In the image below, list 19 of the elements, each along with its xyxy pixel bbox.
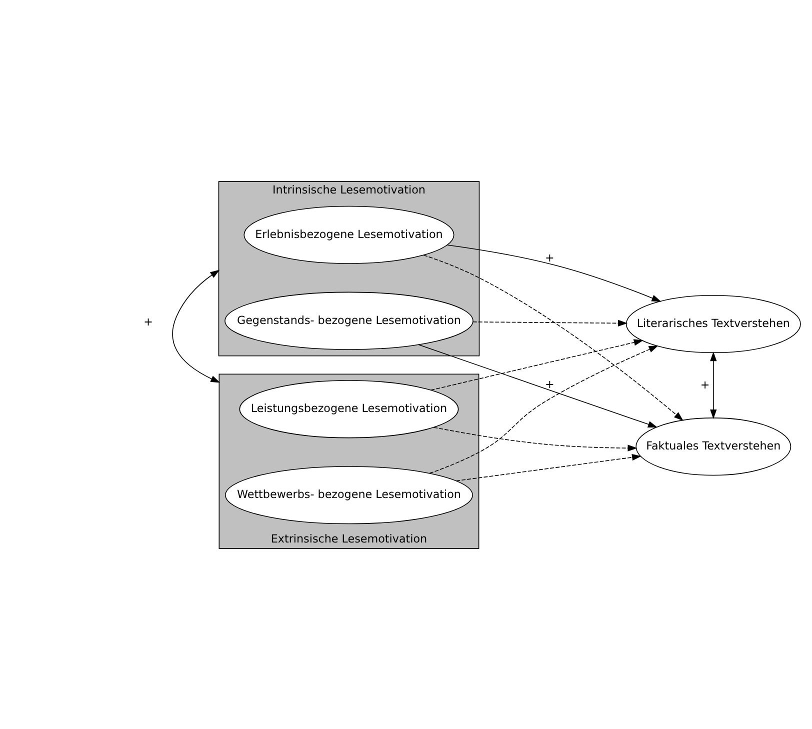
edge-label: + bbox=[545, 377, 554, 390]
arrow bbox=[423, 254, 684, 420]
arrow bbox=[430, 338, 644, 390]
arrow bbox=[418, 344, 658, 428]
edge-label: + bbox=[545, 250, 554, 264]
arrow bbox=[472, 319, 628, 326]
node-ellipse: Erlebnisbezogene Lesemotivation bbox=[244, 205, 454, 264]
arrow bbox=[710, 351, 717, 419]
arrow bbox=[172, 269, 220, 382]
arrow bbox=[429, 345, 658, 474]
arrow bbox=[456, 454, 642, 481]
node-ellipse: Faktuales Textverstehen bbox=[636, 417, 792, 476]
node-ellipse: Wettbewerbs- bezogene Lesemotivation bbox=[225, 466, 473, 524]
arrow bbox=[446, 244, 662, 302]
node-ellipse: Leistungsbezogene Lesemotivation bbox=[239, 380, 459, 438]
arrow bbox=[433, 426, 638, 451]
edge-label: + bbox=[700, 378, 710, 391]
edge-label: + bbox=[144, 314, 153, 328]
node-ellipse: Gegenstands- bezogene Lesemotivation bbox=[224, 291, 474, 350]
